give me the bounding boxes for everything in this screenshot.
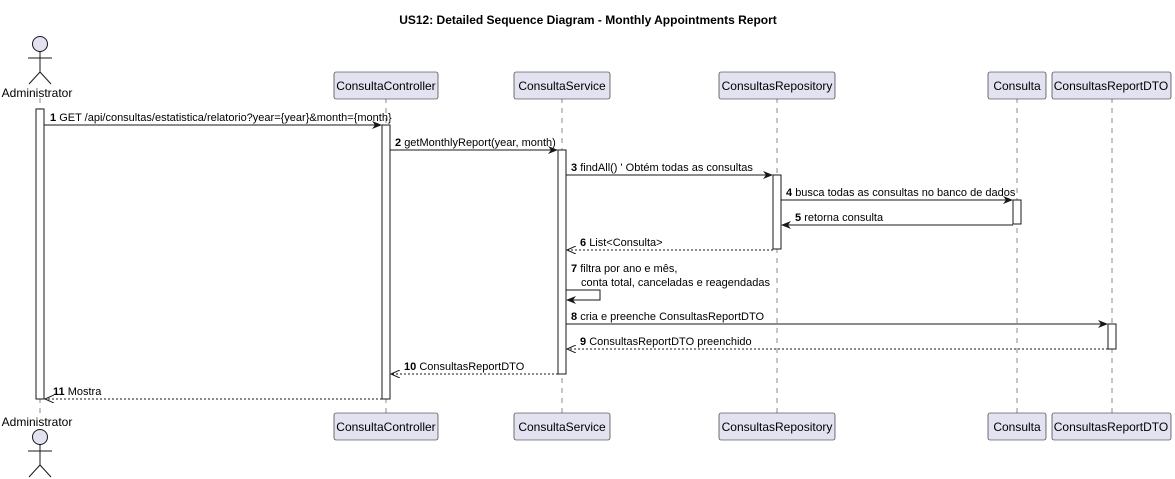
participants-bottom: ConsultaController ConsultaService Consu… — [333, 412, 1172, 441]
participant-label-controller: ConsultaController — [336, 79, 435, 93]
activations — [35, 108, 1117, 400]
message-label-7: 7 filtra por ano e mês, — [571, 263, 677, 275]
lifelines — [39, 98, 1113, 413]
participant-box-consulta — [987, 71, 1047, 100]
actor-label-bottom: Administrator — [2, 415, 73, 429]
participant-label-service: ConsultaService — [518, 79, 606, 93]
message-label-9: 9 ConsultasReportDTO preenchido — [580, 336, 752, 348]
participant-box-dto — [1051, 412, 1172, 441]
message-arrow-7-loop — [566, 289, 601, 301]
participant-label-repository: ConsultasRepository — [722, 420, 833, 434]
message-label-2: 2 getMonthlyReport(year, month) — [395, 137, 556, 149]
actor-bottom: Administrator — [2, 415, 73, 478]
participant-label-dto: ConsultasReportDTO — [1054, 79, 1169, 93]
participant-box-controller — [333, 412, 439, 441]
messages: 1 GET /api/consultas/estatistica/relator… — [44, 112, 1108, 399]
participant-label-dto: ConsultasReportDTO — [1054, 420, 1169, 434]
participant-box-controller — [333, 71, 439, 100]
actor-head-icon — [32, 429, 48, 445]
activation-dto — [1107, 323, 1117, 350]
participant-label-repository: ConsultasRepository — [722, 79, 833, 93]
actor-head-icon — [32, 36, 48, 52]
activation-controller — [381, 124, 391, 400]
message-label-8: 8 cria e preenche ConsultasReportDTO — [571, 311, 764, 323]
participants-top: ConsultaController ConsultaService Consu… — [333, 71, 1172, 100]
message-label-1: 1 GET /api/consultas/estatistica/relator… — [50, 112, 392, 124]
participant-box-repository — [718, 412, 836, 441]
activation-repository — [772, 174, 782, 250]
participant-box-service — [513, 71, 611, 100]
actor-top: Administrator — [2, 36, 73, 100]
message-label-4: 4 busca todas as consultas no banco de d… — [786, 187, 1016, 199]
activation-consulta — [1012, 199, 1022, 225]
message-label-10: 10 ConsultasReportDTO — [404, 361, 525, 373]
actor-label-top: Administrator — [2, 86, 73, 100]
message-label-7-line2: conta total, canceladas e reagendadas — [581, 277, 770, 289]
participant-box-dto — [1051, 71, 1172, 100]
participant-box-repository — [718, 71, 836, 100]
participant-label-service: ConsultaService — [518, 420, 606, 434]
participant-label-consulta: Consulta — [993, 420, 1041, 434]
diagram-title: US12: Detailed Sequence Diagram - Monthl… — [399, 13, 777, 27]
message-label-3: 3 findAll() ' Obtém todas as consultas — [571, 162, 753, 174]
message-label-11: 11 Mostra — [53, 386, 102, 398]
message-label-5: 5 retorna consulta — [795, 212, 884, 224]
activation-actor — [35, 108, 45, 400]
message-label-6: 6 List<Consulta> — [580, 237, 663, 249]
activation-service — [557, 149, 567, 375]
participant-box-consulta — [987, 412, 1047, 441]
participant-label-consulta: Consulta — [993, 79, 1041, 93]
participant-box-service — [513, 412, 611, 441]
participant-label-controller: ConsultaController — [336, 420, 435, 434]
